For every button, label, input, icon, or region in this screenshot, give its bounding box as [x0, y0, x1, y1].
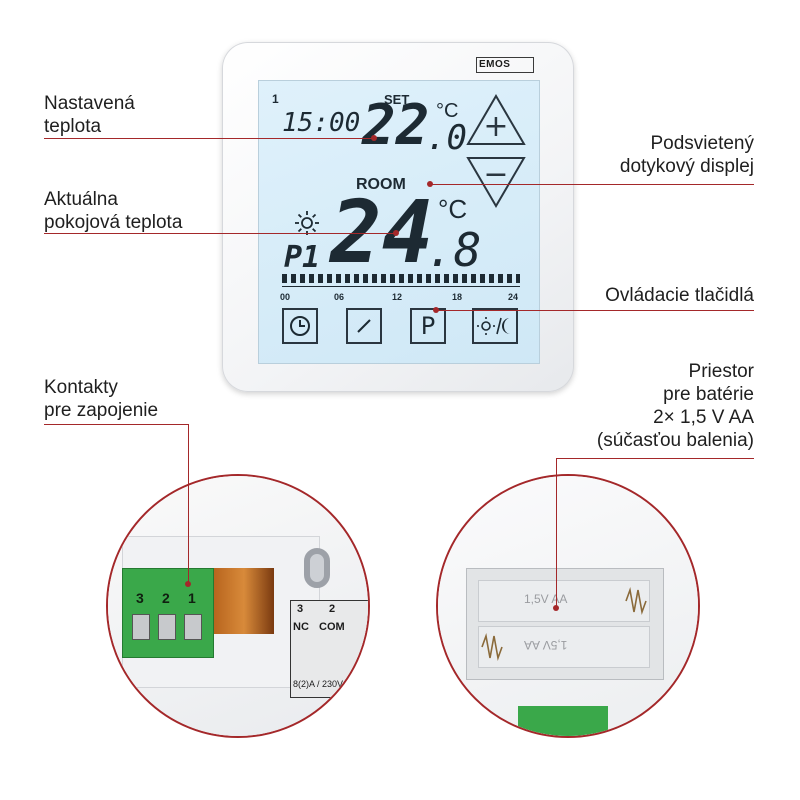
screw-terminal	[132, 614, 150, 640]
time-tick: 24	[508, 292, 519, 302]
mount-hole	[304, 548, 330, 588]
terminal-block	[122, 568, 214, 658]
program-number: 1	[272, 92, 279, 106]
label-terminal: COM	[319, 621, 345, 633]
terminal-number: 3	[136, 590, 144, 606]
callout-line: 2× 1,5 V AA	[653, 407, 754, 428]
battery-slot	[478, 626, 650, 668]
callout-line: Priestor	[688, 361, 754, 382]
label-number: 3	[297, 603, 304, 615]
edit-button[interactable]	[346, 308, 382, 344]
room-label: ROOM	[356, 176, 406, 193]
brand-logo: EMOS	[476, 57, 534, 73]
callout-line: pre batérie	[663, 384, 754, 405]
program-button-label: P	[420, 312, 436, 340]
screw-terminal	[158, 614, 176, 640]
triangle-down	[466, 157, 526, 208]
decrease-button[interactable]: −	[466, 156, 526, 208]
leader-line	[44, 138, 374, 139]
callout-room-temperature: Aktuálna pokojová teplota	[44, 188, 182, 234]
leader-dot	[371, 135, 377, 141]
program-button[interactable]: P	[410, 308, 446, 344]
set-temperature-value: 22	[362, 93, 430, 158]
terminal-block-partial	[518, 706, 608, 736]
leader-line	[556, 458, 754, 459]
callout-battery: Priestor pre batérie 2× 1,5 V AA (súčasť…	[560, 360, 754, 452]
callout-line: pre zapojenie	[44, 400, 159, 421]
plus-icon: +	[483, 109, 508, 144]
contacts-zoom: 3 2 1 3 2 NC COM 8(2)A / 230V	[106, 474, 370, 738]
leader-line	[44, 233, 396, 234]
clock-icon	[290, 316, 310, 336]
terminal-number: 1	[188, 590, 196, 606]
callout-line: Podsvietený	[650, 133, 754, 154]
callout-line: Ovládacie tlačidlá	[605, 285, 754, 306]
battery-slot	[478, 580, 650, 622]
leader-line	[556, 458, 557, 608]
time-tick: 06	[334, 292, 345, 302]
leader-dot	[427, 181, 433, 187]
time-tick: 00	[280, 292, 291, 302]
callout-line: (súčasťou balenia)	[596, 430, 754, 451]
callout-line: pokojová teplota	[44, 212, 183, 233]
slash-icon	[357, 319, 371, 333]
program-indicator: P1	[284, 240, 321, 275]
leader-dot	[553, 605, 559, 611]
clock-time: 15:00	[282, 108, 361, 138]
time-scale	[282, 286, 520, 287]
sun-icon	[295, 211, 319, 235]
time-tick: 18	[452, 292, 463, 302]
leader-dot	[433, 307, 439, 313]
sun-moon-icon	[477, 317, 510, 335]
leader-dot	[393, 230, 399, 236]
leader-line	[44, 424, 188, 425]
callout-line: dotykový displej	[619, 156, 754, 177]
callout-control-buttons: Ovládacie tlačidlá	[570, 284, 754, 307]
set-temperature-decimal: .0	[426, 118, 467, 158]
spring-icon	[625, 586, 647, 616]
callout-contacts: Kontakty pre zapojenie	[44, 376, 158, 422]
callout-line: Aktuálna	[44, 189, 118, 210]
battery-zoom: 1,5V AA 1,5V AA	[436, 474, 700, 738]
callout-line: Kontakty	[44, 377, 118, 398]
callout-set-temperature: Nastavená teplota	[44, 92, 135, 138]
battery-label: 1,5V AA	[524, 592, 568, 606]
battery-label: 1,5V AA	[524, 638, 568, 652]
increase-button[interactable]: +	[466, 94, 526, 146]
time-tick: 12	[392, 292, 403, 302]
clock-button[interactable]	[282, 308, 318, 344]
lcd-display[interactable]	[258, 80, 540, 364]
relay	[214, 568, 274, 634]
rating-text: 8(2)A / 230V	[293, 679, 344, 689]
leader-line	[436, 310, 754, 311]
leader-dot	[185, 581, 191, 587]
label-number: 2	[329, 603, 336, 615]
leader-line	[430, 184, 754, 185]
spring-icon	[481, 632, 503, 662]
triangle-up	[466, 94, 526, 145]
wiring-label: 3 2 NC COM 8(2)A / 230V	[290, 600, 368, 698]
schedule-bar	[282, 274, 520, 283]
callout-line: teplota	[44, 116, 102, 137]
minus-icon: −	[483, 157, 508, 192]
callout-backlit-display: Podsvietený dotykový displej	[600, 132, 754, 178]
set-label: SET	[384, 92, 410, 107]
set-unit: °C	[436, 100, 459, 122]
room-temperature-decimal: .8	[426, 223, 482, 277]
callout-line: Nastavená	[44, 93, 135, 114]
room-unit: °C	[438, 194, 468, 224]
leader-line	[188, 424, 189, 584]
label-terminal: NC	[293, 621, 309, 633]
screw-terminal	[184, 614, 202, 640]
day-night-button[interactable]	[472, 308, 518, 344]
terminal-number: 2	[162, 590, 170, 606]
